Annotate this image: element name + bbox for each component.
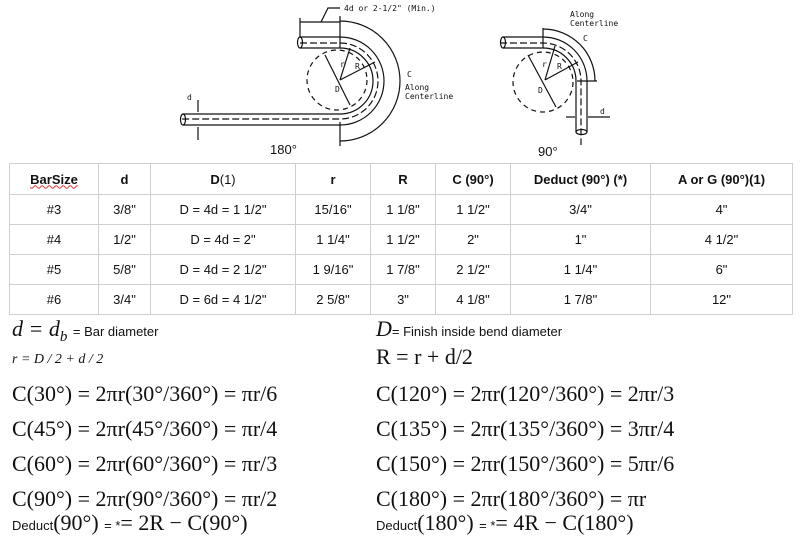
deduct-90-formula: Deduct(90°) = *= 2R − C(90°) [12,510,248,535]
d-definition: d = db = Bar diameter [12,316,159,346]
cell: 2 1/2" [435,254,511,285]
R-definition: R = r + d/2 [376,344,473,369]
c-label: C [407,70,412,79]
along-label-90: Along [570,10,594,19]
cell: #5 [9,254,99,285]
bend-180-label: 180° [270,142,297,157]
header-c90: C (90°) [435,163,511,195]
bend-circle [306,49,368,111]
header-barsize: BarSize [9,163,99,195]
cell: 2 5/8" [295,284,371,315]
cell: 4 1/2" [650,224,793,255]
r-definition: r = D / 2 + d / 2 [12,352,104,367]
deduct-180-formula: Deduct(180°) = *= 4R − C(180°) [376,510,634,535]
cell: D = 4d = 1 1/2" [150,194,296,225]
cell: 1 1/8" [370,194,436,225]
formula-c60: C(60°) = 2πr(60°/360°) = πr/3 [12,451,278,476]
formula-c120: C(120°) = 2πr(120°/360°) = 2πr/3 [376,381,675,406]
cell: D = 6d = 4 1/2" [150,284,296,315]
cell: 1 1/2" [435,194,511,225]
header-D: D(1) [150,163,296,195]
cell: 2" [435,224,511,255]
D-definition: D= Finish inside bend diameter [376,316,563,341]
centerline-label-90: Centerline [570,19,618,28]
d-label: d [187,93,192,102]
bend-180-drawing [179,7,401,146]
cell: 1 7/8" [370,254,436,285]
cell: 3/4" [510,194,651,225]
header-deduct90: Deduct (90°) (*) [510,163,651,195]
bar-centerline [180,42,379,120]
cell: #6 [9,284,99,315]
header-a-or-g: A or G (90°)(1) [650,163,793,195]
header-R: R [370,163,436,195]
cell: 5/8" [98,254,151,285]
formula-c135: C(135°) = 2πr(135°/360°) = 3πr/4 [376,416,675,441]
cell: D = 4d = 2 1/2" [150,254,296,285]
formula-c180: C(180°) = 2πr(180°/360°) = πr [376,486,647,511]
formula-c45: C(45°) = 2πr(45°/360°) = πr/4 [12,416,278,441]
c-label-90: C [583,34,588,43]
cell: 3" [370,284,436,315]
cell: 1 1/2" [370,224,436,255]
bend-90-drawing [499,28,610,145]
table-header-row: BarSize d D(1) r R C (90°) Deduct (90°) … [9,163,793,195]
d-label-90: d [600,107,605,116]
cell: 1 1/4" [510,254,651,285]
cell: 6" [650,254,793,285]
header-r: r [295,163,371,195]
bar-outer-edge [183,36,385,126]
r-label: r [340,60,345,69]
cell: 3/4" [98,284,151,315]
formula-c150: C(150°) = 2πr(150°/360°) = 5πr/6 [376,451,675,476]
cell: 1 7/8" [510,284,651,315]
D-label: D [335,85,340,94]
cell: 1 9/16" [295,254,371,285]
D-label-90: D [538,86,543,95]
along-label: Along [405,83,429,92]
centerline-label: Centerline [405,92,453,101]
cell: 1" [510,224,651,255]
bar-inner-edge [183,47,374,115]
c-arc [339,20,401,142]
formula-c90: C(90°) = 2πr(90°/360°) = πr/2 [12,486,278,511]
bar-bend-table: BarSize d D(1) r R C (90°) Deduct (90°) … [9,163,793,315]
r-label-90: r [542,60,547,69]
cell: #3 [9,194,99,225]
bend-90-label: 90° [538,144,558,159]
min-length-label: 4d or 2-1/2" (Min.) [344,4,436,13]
cell: 12" [650,284,793,315]
cell: 4 1/8" [435,284,511,315]
formula-c30: C(30°) = 2πr(30°/360°) = πr/6 [12,381,278,406]
cell: 15/16" [295,194,371,225]
cell: #4 [9,224,99,255]
R-label: R [355,62,360,71]
cell: 1/2" [98,224,151,255]
cell: 1 1/4" [295,224,371,255]
cell: D = 4d = 2" [150,224,296,255]
bend-diagram: 4d or 2-1/2" (Min.) C Along Centerline d… [179,4,618,159]
R-label-90: R [557,62,562,71]
header-d: d [98,163,151,195]
cell: 4" [650,194,793,225]
cell: 3/8" [98,194,151,225]
